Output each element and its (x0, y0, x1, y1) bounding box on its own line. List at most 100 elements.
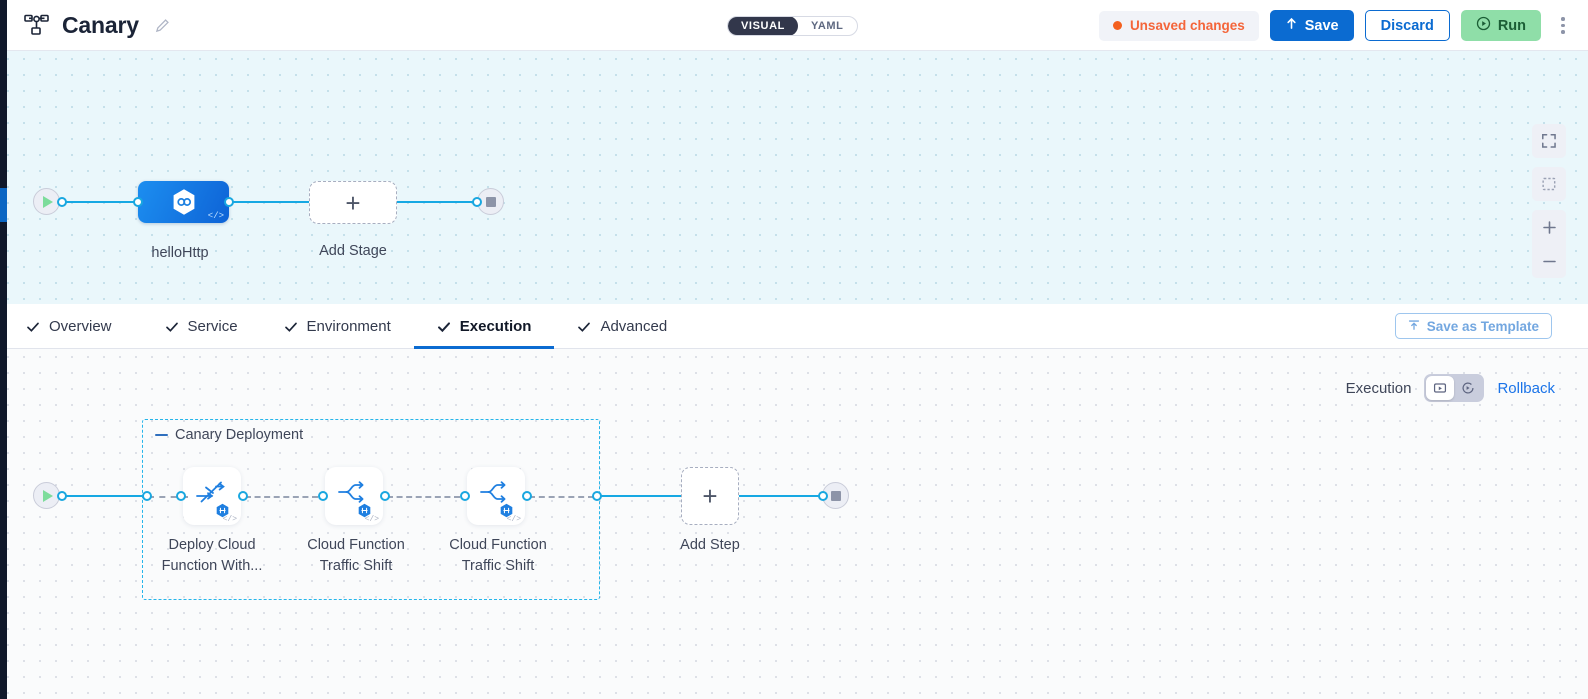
edge-start-to-group (62, 495, 142, 498)
left-nav-rail (0, 0, 7, 699)
save-as-template-button[interactable]: Save as Template (1394, 313, 1552, 339)
start-play-icon (43, 195, 53, 208)
zoom-controls (1532, 210, 1566, 278)
discard-button[interactable]: Discard (1364, 10, 1450, 41)
edge-stage-to-addstage (229, 201, 309, 204)
tab-environment[interactable]: Environment (261, 304, 414, 349)
rollback-link[interactable]: Rollback (1497, 379, 1555, 397)
check-icon (26, 320, 40, 334)
pipeline-stage-canvas[interactable]: </> + Add Stage helloHttp (0, 51, 1588, 304)
canvas-controls (1532, 124, 1566, 278)
plus-icon: + (702, 481, 718, 511)
step-group-title-label: Canary Deployment (175, 427, 304, 443)
check-icon (165, 320, 179, 334)
save-as-template-label: Save as Template (1426, 318, 1539, 334)
start-output-port[interactable] (57, 197, 67, 207)
stop-square-icon (485, 196, 496, 207)
execution-toolbar-label: Execution (1345, 379, 1412, 397)
save-button[interactable]: Save (1269, 10, 1354, 41)
tab-service[interactable]: Service (142, 304, 261, 349)
left-rail-active-indicator (0, 188, 7, 222)
stage-node-label: helloHttp (151, 245, 209, 261)
stop-square-icon (830, 490, 841, 501)
pipeline-start-node[interactable] (33, 188, 60, 215)
plus-icon: + (345, 187, 361, 218)
pencil-icon[interactable] (155, 18, 170, 33)
harness-badge-icon (357, 503, 372, 518)
unsaved-dot-icon (1112, 21, 1122, 30)
edge-addstep-to-end (739, 495, 822, 498)
step-node-deploy-cloud-function[interactable]: </> (183, 467, 241, 525)
stage-output-port[interactable] (224, 197, 234, 207)
check-icon (577, 320, 591, 334)
code-icon: </> (364, 515, 379, 524)
execution-step-canvas[interactable]: Canary Deployment </> (0, 349, 1588, 699)
code-icon: </> (222, 515, 237, 524)
end-input-port[interactable] (472, 197, 482, 207)
step1-output-port[interactable] (238, 491, 248, 501)
check-icon (284, 320, 298, 334)
mode-yaml[interactable]: YAML (810, 20, 844, 32)
pipeline-end-node[interactable] (477, 188, 504, 215)
step-node-traffic-shift-1[interactable]: </> (325, 467, 383, 525)
step2-output-port[interactable] (380, 491, 390, 501)
step-label-3: Cloud Function Traffic Shift (449, 537, 547, 575)
code-icon: </> (506, 515, 521, 524)
unsaved-changes-badge: Unsaved changes (1098, 10, 1259, 41)
step3-input-port[interactable] (460, 491, 470, 501)
tab-advanced[interactable]: Advanced (554, 304, 690, 349)
execution-start-output-port[interactable] (57, 491, 67, 501)
select-area-icon[interactable] (1532, 167, 1566, 201)
kebab-menu-icon[interactable] (1552, 11, 1574, 41)
step-node-traffic-shift-2[interactable]: </> (467, 467, 525, 525)
deploy-cloud-function-icon (194, 479, 230, 505)
edge-addstage-to-end (397, 201, 477, 204)
edge-step1-step2 (245, 496, 318, 498)
pipeline-nodes-icon (24, 14, 50, 36)
stage-input-port[interactable] (133, 197, 143, 207)
add-step-node[interactable]: + (681, 467, 739, 525)
traffic-shift-icon (336, 479, 372, 505)
tab-list: Overview Service Environment Execution (0, 304, 1588, 349)
tab-execution[interactable]: Execution (413, 304, 555, 349)
save-button-label: Save (1304, 17, 1339, 34)
group-input-port[interactable] (142, 491, 152, 501)
start-play-icon (43, 489, 53, 502)
add-stage-label: Add Stage (319, 243, 387, 259)
collapse-dash-icon[interactable] (155, 433, 168, 437)
run-button[interactable]: Run (1460, 10, 1541, 41)
add-stage-node[interactable]: + (309, 181, 397, 224)
template-upload-icon (1408, 319, 1420, 334)
step2-input-port[interactable] (318, 491, 328, 501)
visual-yaml-toggle[interactable]: VISUAL YAML (727, 16, 858, 36)
rollback-view-icon[interactable] (1454, 376, 1482, 400)
edge-step2-step3 (387, 496, 460, 498)
mode-visual[interactable]: VISUAL (728, 17, 798, 35)
stage-node-hellohttp[interactable]: </> (138, 181, 229, 223)
fullscreen-icon[interactable] (1532, 124, 1566, 158)
step-label-1: Deploy Cloud Function With... (161, 537, 263, 575)
tab-execution-label: Execution (459, 318, 532, 335)
execution-toolbar: Execution Rollback (1346, 374, 1555, 402)
group-output-port[interactable] (592, 491, 602, 501)
execution-rollback-toggle[interactable] (1424, 374, 1485, 402)
step1-input-port[interactable] (176, 491, 186, 501)
discard-button-label: Discard (1380, 17, 1434, 34)
zoom-in-icon[interactable] (1532, 210, 1566, 244)
header-left-group: Canary (24, 12, 170, 39)
step3-output-port[interactable] (522, 491, 532, 501)
tab-overview[interactable]: Overview (26, 304, 142, 349)
tab-environment-label: Environment (306, 318, 391, 335)
play-circle-icon (1476, 16, 1491, 35)
app-header: Canary VISUAL YAML Unsaved changes (0, 0, 1588, 51)
edge-step3-group-out (529, 496, 594, 498)
execution-start-node[interactable] (33, 482, 60, 509)
execution-end-input-port[interactable] (818, 491, 828, 501)
step-label-2: Cloud Function Traffic Shift (307, 537, 405, 575)
edge-start-to-stage (62, 201, 138, 204)
execution-view-icon[interactable] (1426, 376, 1455, 400)
page-title: Canary (62, 11, 139, 38)
step-group-canary-deployment[interactable] (142, 419, 600, 600)
header-actions: Unsaved changes Save Discard (1098, 0, 1574, 51)
zoom-out-icon[interactable] (1532, 244, 1566, 278)
